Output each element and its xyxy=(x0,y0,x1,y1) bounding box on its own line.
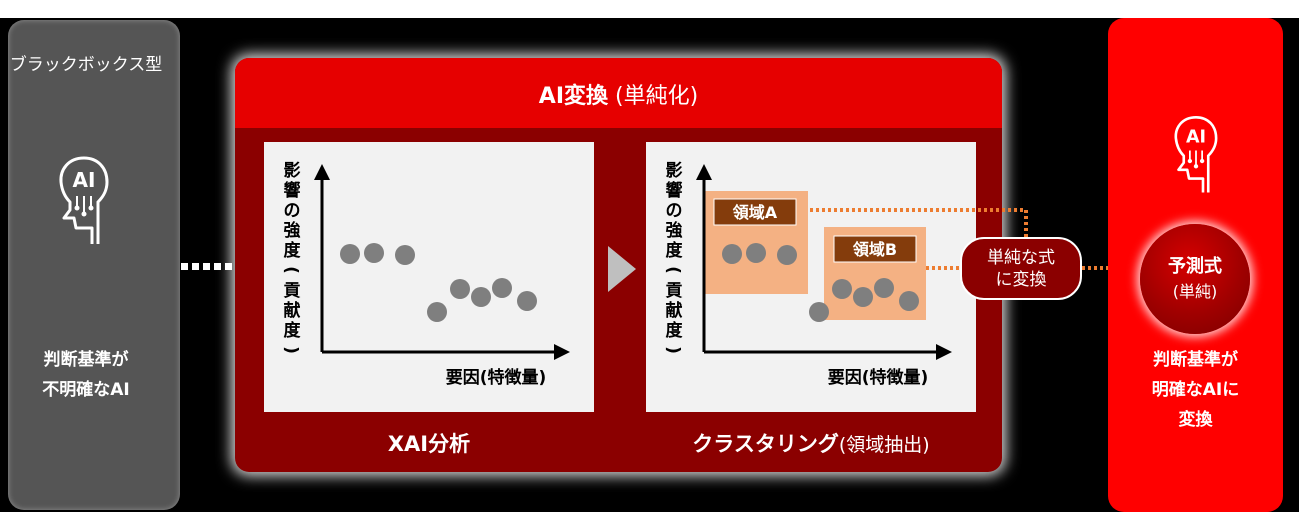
chevron-right-icon xyxy=(608,246,636,292)
data-point xyxy=(874,278,894,298)
y-axis-label-char: 影 xyxy=(284,161,301,181)
region-a-tag xyxy=(713,198,797,226)
svg-text:AI: AI xyxy=(1186,128,1206,148)
clustering-label: クラスタリング(領域抽出) xyxy=(646,428,976,458)
svg-text:AI: AI xyxy=(73,168,96,192)
y-axis-label-char: 度 xyxy=(666,320,684,341)
data-point xyxy=(517,291,537,311)
y-axis-label-char: 貢 xyxy=(666,281,683,301)
region-a-connector xyxy=(810,208,1028,237)
data-point xyxy=(809,302,829,322)
data-point xyxy=(777,245,797,265)
y-axis-arrow xyxy=(314,164,330,180)
clear-ai-description-line: 変換 xyxy=(1178,410,1213,430)
ai-head-icon: AI xyxy=(59,156,109,244)
y-axis-label-char: 響 xyxy=(666,180,683,201)
convert-bubble-line: 単純な式 xyxy=(987,248,1055,268)
data-point xyxy=(471,287,491,307)
y-axis-label-char: 献 xyxy=(284,300,301,321)
xai-chart: 影響の強度(貢献度) 要因(特徴量) xyxy=(264,142,594,412)
clustering-label-normal: (領域抽出) xyxy=(838,434,930,456)
region-b-label: 領域B xyxy=(853,240,897,259)
clustering-label-bold: クラスタリング xyxy=(692,432,839,456)
clear-ai-description: 判断基準が 明確なAIに 変換 xyxy=(1108,345,1283,435)
ai-conversion-header xyxy=(235,58,1002,128)
y-axis-label-char: 強 xyxy=(284,220,301,241)
y-axis-label-char: ) xyxy=(281,346,301,354)
blackbox-title: ブラックボックス型 xyxy=(9,55,163,75)
clustering-chart: 影響の強度(貢献度) 要因(特徴量) 領域A 領域B xyxy=(646,142,976,412)
y-axis-label-char: ( xyxy=(281,266,301,274)
data-point xyxy=(853,287,873,307)
x-axis-arrow xyxy=(936,344,952,360)
data-point xyxy=(340,244,360,264)
convert-bubble-line: に変換 xyxy=(995,270,1047,290)
x-axis-arrow xyxy=(554,344,570,360)
y-axis-label-char: 貢 xyxy=(284,281,301,301)
y-axis-label-char: ) xyxy=(663,346,683,354)
y-axis-label-char: 献 xyxy=(666,300,683,321)
region-a-label: 領域A xyxy=(733,203,778,222)
prediction-formula-circle xyxy=(1140,224,1250,334)
region-b-tag xyxy=(833,235,917,263)
ellipsis-connector xyxy=(181,263,232,270)
xai-label: XAI分析 xyxy=(387,432,471,456)
ai-conversion-title-bold: AI変換 xyxy=(538,84,609,109)
y-axis-label-char: の xyxy=(666,201,683,221)
data-point xyxy=(746,243,766,263)
data-point xyxy=(899,291,919,311)
data-point xyxy=(722,244,742,264)
blackbox-description: 判断基準が 不明確なAI xyxy=(0,345,172,405)
prediction-formula-title: 予測式 xyxy=(1168,256,1222,277)
ai-conversion-title-normal: (単純化) xyxy=(608,84,699,109)
y-axis-label-char: の xyxy=(284,201,301,221)
x-axis-label: 要因(特徴量) xyxy=(446,367,547,388)
data-point xyxy=(364,243,384,263)
y-axis-label-char: 強 xyxy=(666,220,683,241)
data-point xyxy=(427,302,447,322)
clear-ai-description-line: 明確なAIに xyxy=(1151,380,1240,400)
blackbox-description-line: 判断基準が xyxy=(43,350,129,370)
y-axis-label-char: 響 xyxy=(284,180,301,201)
data-point xyxy=(450,279,470,299)
x-axis-label: 要因(特徴量) xyxy=(828,367,929,388)
y-axis-label-char: ( xyxy=(663,266,683,274)
y-axis-label-char: 度 xyxy=(284,320,302,341)
convert-bubble: 単純な式 に変換 xyxy=(960,237,1082,300)
prediction-formula-subtitle: (単純) xyxy=(1172,282,1218,301)
y-axis-label-char: 度 xyxy=(284,240,302,261)
y-axis-arrow xyxy=(696,164,712,180)
data-point xyxy=(492,278,512,298)
data-point xyxy=(832,279,852,299)
ai-conversion-title: AI変換 (単純化) xyxy=(235,78,1002,110)
blackbox-description-line: 不明確なAI xyxy=(42,380,130,400)
y-axis-label-char: 影 xyxy=(666,161,683,181)
data-point xyxy=(395,245,415,265)
blackbox-panel xyxy=(8,20,180,510)
clear-ai-description-line: 判断基準が xyxy=(1153,350,1238,370)
y-axis-label-char: 度 xyxy=(666,240,684,261)
ai-head-icon: AI xyxy=(1174,115,1218,193)
